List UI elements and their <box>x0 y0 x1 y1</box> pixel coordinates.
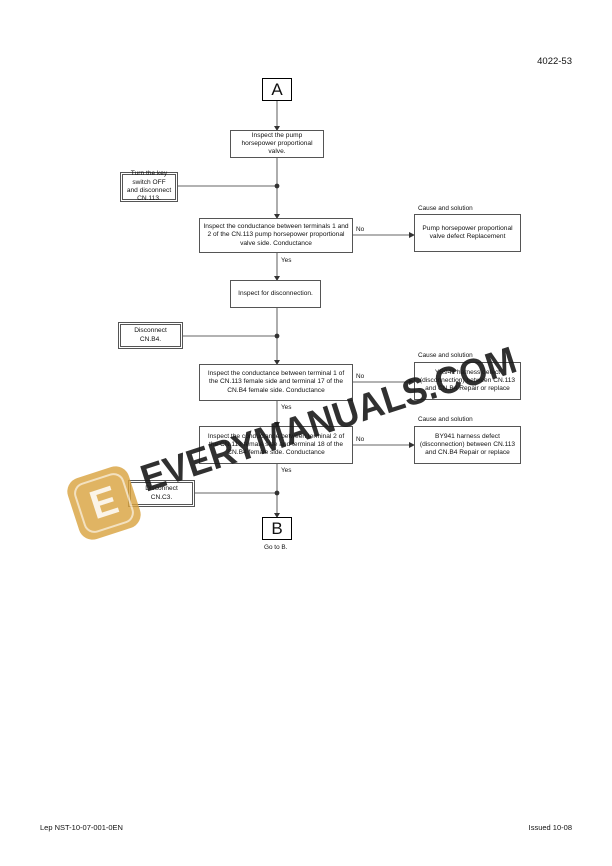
footer-issue-date: Issued 10-08 <box>528 823 572 832</box>
go-to-b-caption: Go to B. <box>264 544 288 551</box>
cause-pump-valve-defect: Pump horsepower proportional valve defec… <box>414 214 521 252</box>
yes-label-2: Yes <box>281 404 292 411</box>
step-disconnect-b4: Disconnect CN.B4. <box>118 322 183 349</box>
step-conductance-1-2: Inspect the conductance between terminal… <box>199 218 353 253</box>
footer-document-id: Lep NST-10-07-001-0EN <box>40 823 123 832</box>
step-inspect-pump: Inspect the pump horsepower proportional… <box>230 130 324 158</box>
step-disconnect-c3: Disconnect CN.C3. <box>128 480 195 507</box>
cause-yr-harness: YR941 harness defect (disconnection) bet… <box>414 362 521 400</box>
step-turn-key-switch: Turn the key switch OFF and disconnect C… <box>120 170 178 202</box>
yes-label-3: Yes <box>281 467 292 474</box>
connector-b: B <box>262 517 292 540</box>
cause-heading-2: Cause and solution <box>418 352 473 359</box>
cause-heading-3: Cause and solution <box>418 416 473 423</box>
step-conductance-1-17: Inspect the conductance between terminal… <box>199 364 353 401</box>
step-conductance-2-18: Inspect the conductance between terminal… <box>199 426 353 464</box>
step-inspect-disconnection: Inspect for disconnection. <box>230 280 321 308</box>
cause-by-harness: BY941 harness defect (disconnection) bet… <box>414 426 521 464</box>
page-number: 4022-53 <box>537 56 572 67</box>
connector-a: A <box>262 78 292 101</box>
cause-heading-1: Cause and solution <box>418 205 473 212</box>
no-label-3: No <box>356 436 365 443</box>
yes-label-1: Yes <box>281 257 292 264</box>
no-label-1: No <box>356 226 365 233</box>
no-label-2: No <box>356 373 365 380</box>
